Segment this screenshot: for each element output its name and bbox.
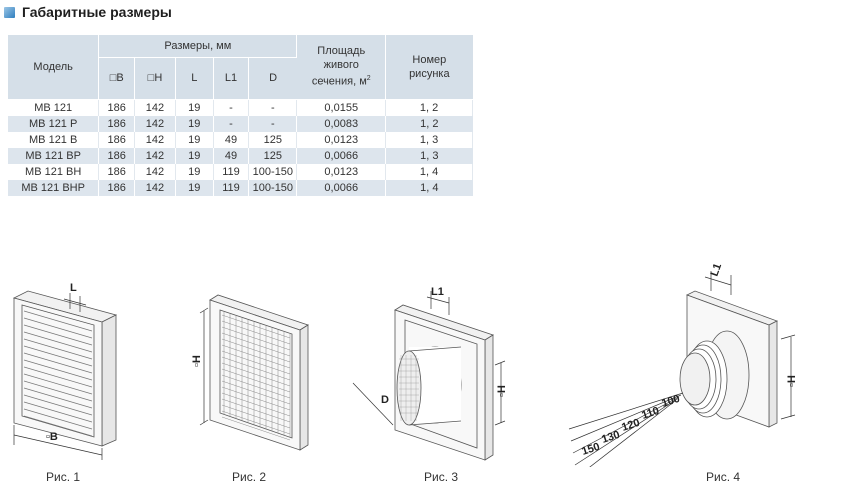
figure-2-drawing: ▫H: [191, 294, 309, 451]
fig1-label-l: L: [70, 282, 77, 294]
fig2-label-h: ▫H: [191, 355, 203, 367]
header-area-line3: сечения, м: [311, 76, 367, 89]
subheader-l1: L1: [213, 57, 250, 100]
cell-area: 0,0123: [296, 163, 387, 180]
cell-h: 142: [134, 99, 176, 116]
table-row: МВ 121 ВНР 186 142 19 119 100-150 0,0066…: [8, 179, 473, 196]
fig4-step-label: 130: [600, 429, 621, 446]
cell-b: 186: [98, 163, 136, 180]
cell-model: МВ 121 ВН: [8, 163, 100, 180]
cell-l1: -: [213, 115, 250, 132]
cell-model: МВ 121 ВР: [8, 147, 100, 164]
fig4-step-label: 100: [660, 393, 681, 410]
cell-l1: 119: [213, 179, 250, 196]
subheader-h: □H: [134, 57, 176, 100]
cell-l: 19: [175, 163, 214, 180]
cell-l1: -: [213, 99, 250, 116]
cell-b: 186: [98, 99, 136, 116]
cell-h: 142: [134, 131, 176, 148]
figure-2-caption: Рис. 2: [232, 470, 267, 484]
subheader-l: L: [175, 57, 214, 100]
cell-l: 19: [175, 147, 214, 164]
fig3-label-l1: L1: [431, 286, 444, 298]
cell-model: МВ 121 Р: [8, 115, 100, 132]
header-area-line1: Площадь: [317, 45, 366, 58]
figure-3-caption: Рис. 3: [424, 470, 459, 484]
cell-l1: 49: [213, 131, 250, 148]
cell-figure: 1, 4: [385, 163, 473, 180]
cell-area: 0,0083: [296, 115, 387, 132]
cell-model: МВ 121: [8, 99, 100, 116]
cell-d: 100-150: [248, 179, 298, 196]
fig3-label-h: ▫H: [496, 385, 508, 397]
header-area-line2: живого: [323, 59, 359, 72]
cell-h: 142: [134, 147, 176, 164]
cell-d: -: [248, 115, 298, 132]
fig1-label-b: ▫B: [46, 431, 58, 443]
header-figure: Номер рисунка: [385, 35, 473, 100]
cell-b: 186: [98, 179, 136, 196]
cell-d: -: [248, 99, 298, 116]
cell-figure: 1, 4: [420, 181, 439, 194]
table-row: МВ 121 Р 186 142 19 - - 0,0083 1, 2: [8, 115, 473, 132]
figure-1-drawing: L ▫B: [12, 282, 118, 460]
header-figure-line2: рисунка: [409, 67, 450, 80]
cell-figure: 1, 3: [385, 131, 473, 148]
cell-l1: 119: [213, 163, 250, 180]
cell-l: 19: [175, 99, 214, 116]
figure-3-drawing: L1 D ▫H: [352, 286, 508, 461]
cell-model: МВ 121 ВНР: [8, 179, 100, 196]
table-row: МВ 121 ВР 186 142 19 49 125 0,0066 1, 3: [8, 147, 473, 164]
cell-l1: 49: [213, 147, 250, 164]
fig4-step-label: 120: [620, 417, 641, 434]
cell-figure: 1, 3: [420, 149, 439, 162]
cell-figure: 1, 2: [385, 99, 473, 116]
cell-h: 142: [134, 179, 176, 196]
cell-area: 0,0066: [296, 147, 387, 164]
section-heading: Габаритные размеры: [4, 2, 172, 22]
cell-b: 186: [98, 147, 136, 164]
cell-l: 19: [175, 179, 214, 196]
cell-area: 0,0155: [296, 99, 387, 116]
header-area: Площадь живого сечения, м2: [296, 35, 387, 100]
bullet-square-icon: [4, 6, 15, 18]
cell-b: 186: [98, 115, 136, 132]
section-title: Габаритные размеры: [22, 4, 172, 20]
cell-figure: 1, 2: [420, 117, 439, 130]
cell-model: МВ 121 В: [8, 131, 100, 148]
subheader-d: D: [248, 57, 297, 100]
cell-h: 142: [134, 115, 176, 132]
figure-4-caption: Рис. 4: [706, 470, 741, 484]
cell-d: 125: [248, 147, 298, 164]
table-row: МВ 121 186 142 19 - - 0,0155 1, 2: [8, 99, 473, 116]
fig4-label-l1: L1: [709, 262, 725, 278]
header-area-sup: 2: [366, 75, 371, 83]
cell-b: 186: [98, 131, 136, 148]
cell-d: 100-150: [248, 163, 298, 180]
fig4-step-label: 110: [640, 405, 661, 422]
table-row: МВ 121 В 186 142 19 49 125 0,0123 1, 3: [8, 131, 473, 148]
fig4-step-label: 150: [580, 441, 601, 458]
table-row: МВ 121 ВН 186 142 19 119 100-150 0,0123 …: [8, 163, 473, 180]
header-sizes: Размеры, мм: [98, 35, 298, 58]
cell-l: 19: [175, 131, 214, 148]
dimensions-table: Модель Размеры, мм Площадь живого сечени…: [8, 35, 473, 196]
cell-area: 0,0123: [296, 131, 387, 148]
header-figure-line1: Номер: [412, 53, 447, 66]
fig3-label-d: D: [381, 394, 389, 406]
cell-area: 0,0066: [296, 179, 387, 196]
cell-l: 19: [175, 115, 214, 132]
subheader-b: □B: [98, 57, 136, 100]
cell-h: 142: [134, 163, 176, 180]
fig4-label-h: ▫H: [786, 375, 798, 387]
figure-1-caption: Рис. 1: [46, 470, 81, 484]
header-model: Модель: [8, 35, 100, 100]
cell-d: 125: [248, 131, 298, 148]
